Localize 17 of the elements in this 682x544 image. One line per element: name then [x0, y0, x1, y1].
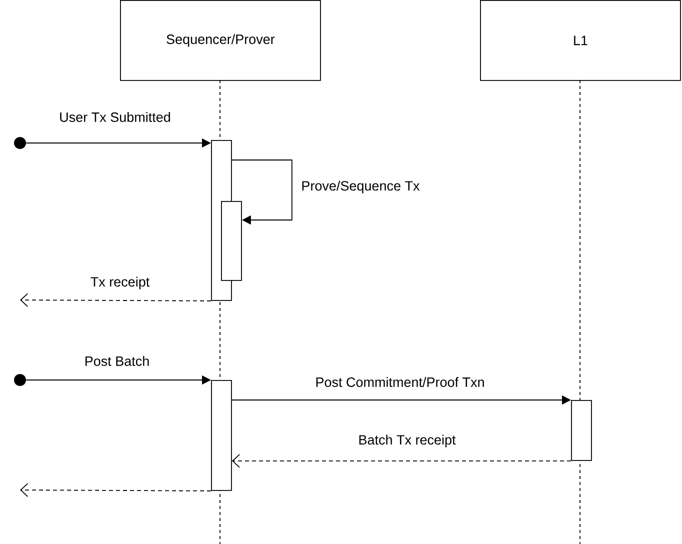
lifeline-box: L1 — [480, 0, 681, 81]
start-dot — [14, 374, 26, 386]
return-arrow — [232, 454, 572, 468]
activation-bar — [221, 201, 242, 281]
message-label: Post Commitment/Proof Txn — [316, 377, 484, 387]
message-label: Tx receipt — [90, 276, 150, 290]
lifeline-box: Sequencer/Prover — [120, 0, 321, 81]
return-arrow — [20, 483, 212, 497]
self-message-arrow — [231, 160, 292, 225]
start-dot — [14, 137, 26, 149]
activation-bar — [211, 380, 232, 491]
message-label: Post Batch — [85, 356, 149, 366]
message-label: User Tx Submitted — [60, 112, 170, 122]
return-arrow — [20, 293, 212, 307]
message-label: Batch Tx receipt — [359, 434, 456, 448]
message-label: Prove/Sequence Tx — [302, 180, 420, 194]
activation-bar — [571, 400, 592, 461]
